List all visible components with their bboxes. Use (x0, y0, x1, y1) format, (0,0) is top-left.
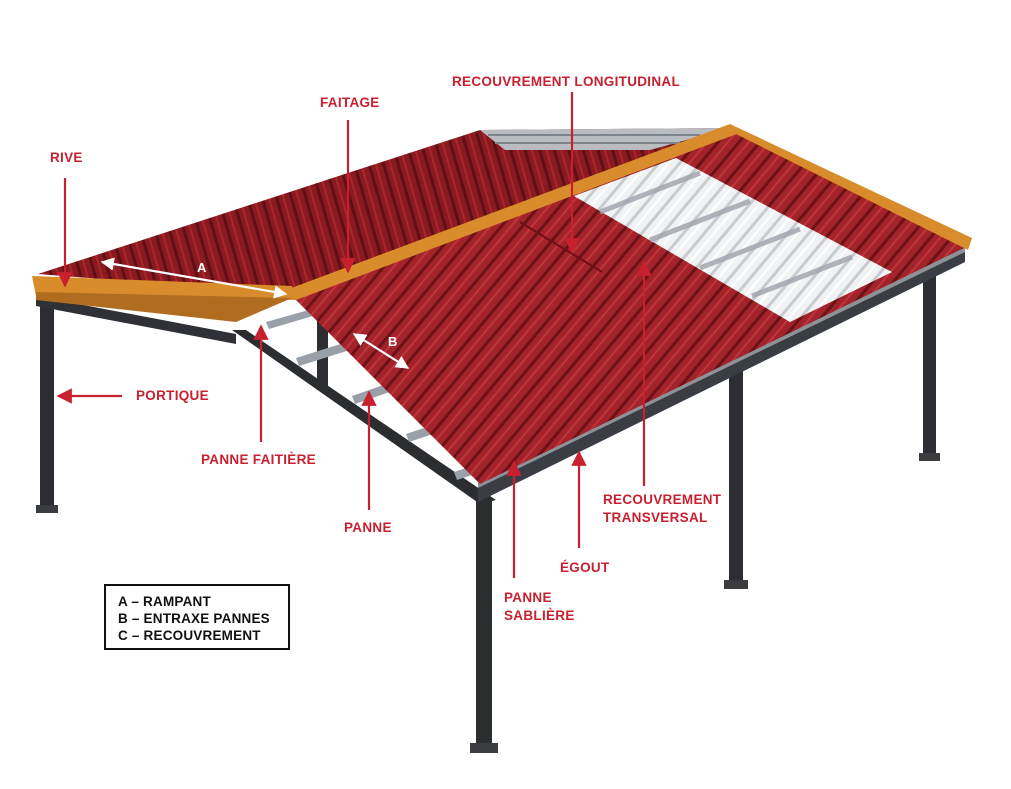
roof-right-slope (292, 128, 968, 484)
faitage-trim (286, 124, 742, 300)
legend-item-c: C – RECOUVREMENT (118, 628, 261, 643)
roof-translucent-band (574, 158, 892, 322)
right-rive-trim (730, 124, 972, 250)
rive-trim-shade (36, 292, 292, 322)
column-front (476, 500, 492, 748)
dimension-a: A (100, 257, 288, 299)
label-panne: PANNE (344, 520, 392, 535)
label-faitage: FAITAGE (320, 95, 380, 110)
roof-back-opening (480, 128, 730, 150)
label-egout: ÉGOUT (560, 560, 610, 575)
label-recouvrement-longitudinal: RECOUVREMENT LONGITUDINAL (452, 74, 680, 89)
dimension-b: B (352, 333, 410, 369)
label-recouvrement-transversal-1: RECOUVREMENT (603, 492, 722, 507)
label-portique: PORTIQUE (136, 388, 209, 403)
column-left-plate (36, 505, 58, 513)
column-mid-right-plate (724, 580, 748, 589)
column-far-right (923, 262, 936, 458)
dimension-a-label: A (197, 260, 207, 275)
label-rive: RIVE (50, 150, 83, 165)
eave-beam (478, 250, 965, 502)
label-panne-sabliere-2: SABLIÈRE (504, 608, 575, 623)
label-recouvrement-transversal-2: TRANSVERSAL (603, 510, 708, 525)
legend-item-a: A – RAMPANT (118, 594, 211, 609)
front-rafter (232, 330, 496, 504)
overlap-line (519, 221, 603, 273)
roof-left-slope (38, 128, 730, 294)
label-panne-sabliere-1: PANNE (504, 590, 552, 605)
column-front-plate (470, 743, 498, 753)
column-far-right-plate (919, 453, 940, 461)
dimension-b-label: B (388, 334, 397, 349)
label-panne-faitiere: PANNE FAITIÈRE (201, 452, 316, 467)
column-mid-right (729, 368, 743, 585)
legend-box: A – RAMPANT B – ENTRAXE PANNES C – RECOU… (104, 584, 290, 650)
legend-item-b: B – ENTRAXE PANNES (118, 611, 270, 626)
portique-rafter (36, 296, 236, 344)
column-left (40, 298, 54, 510)
